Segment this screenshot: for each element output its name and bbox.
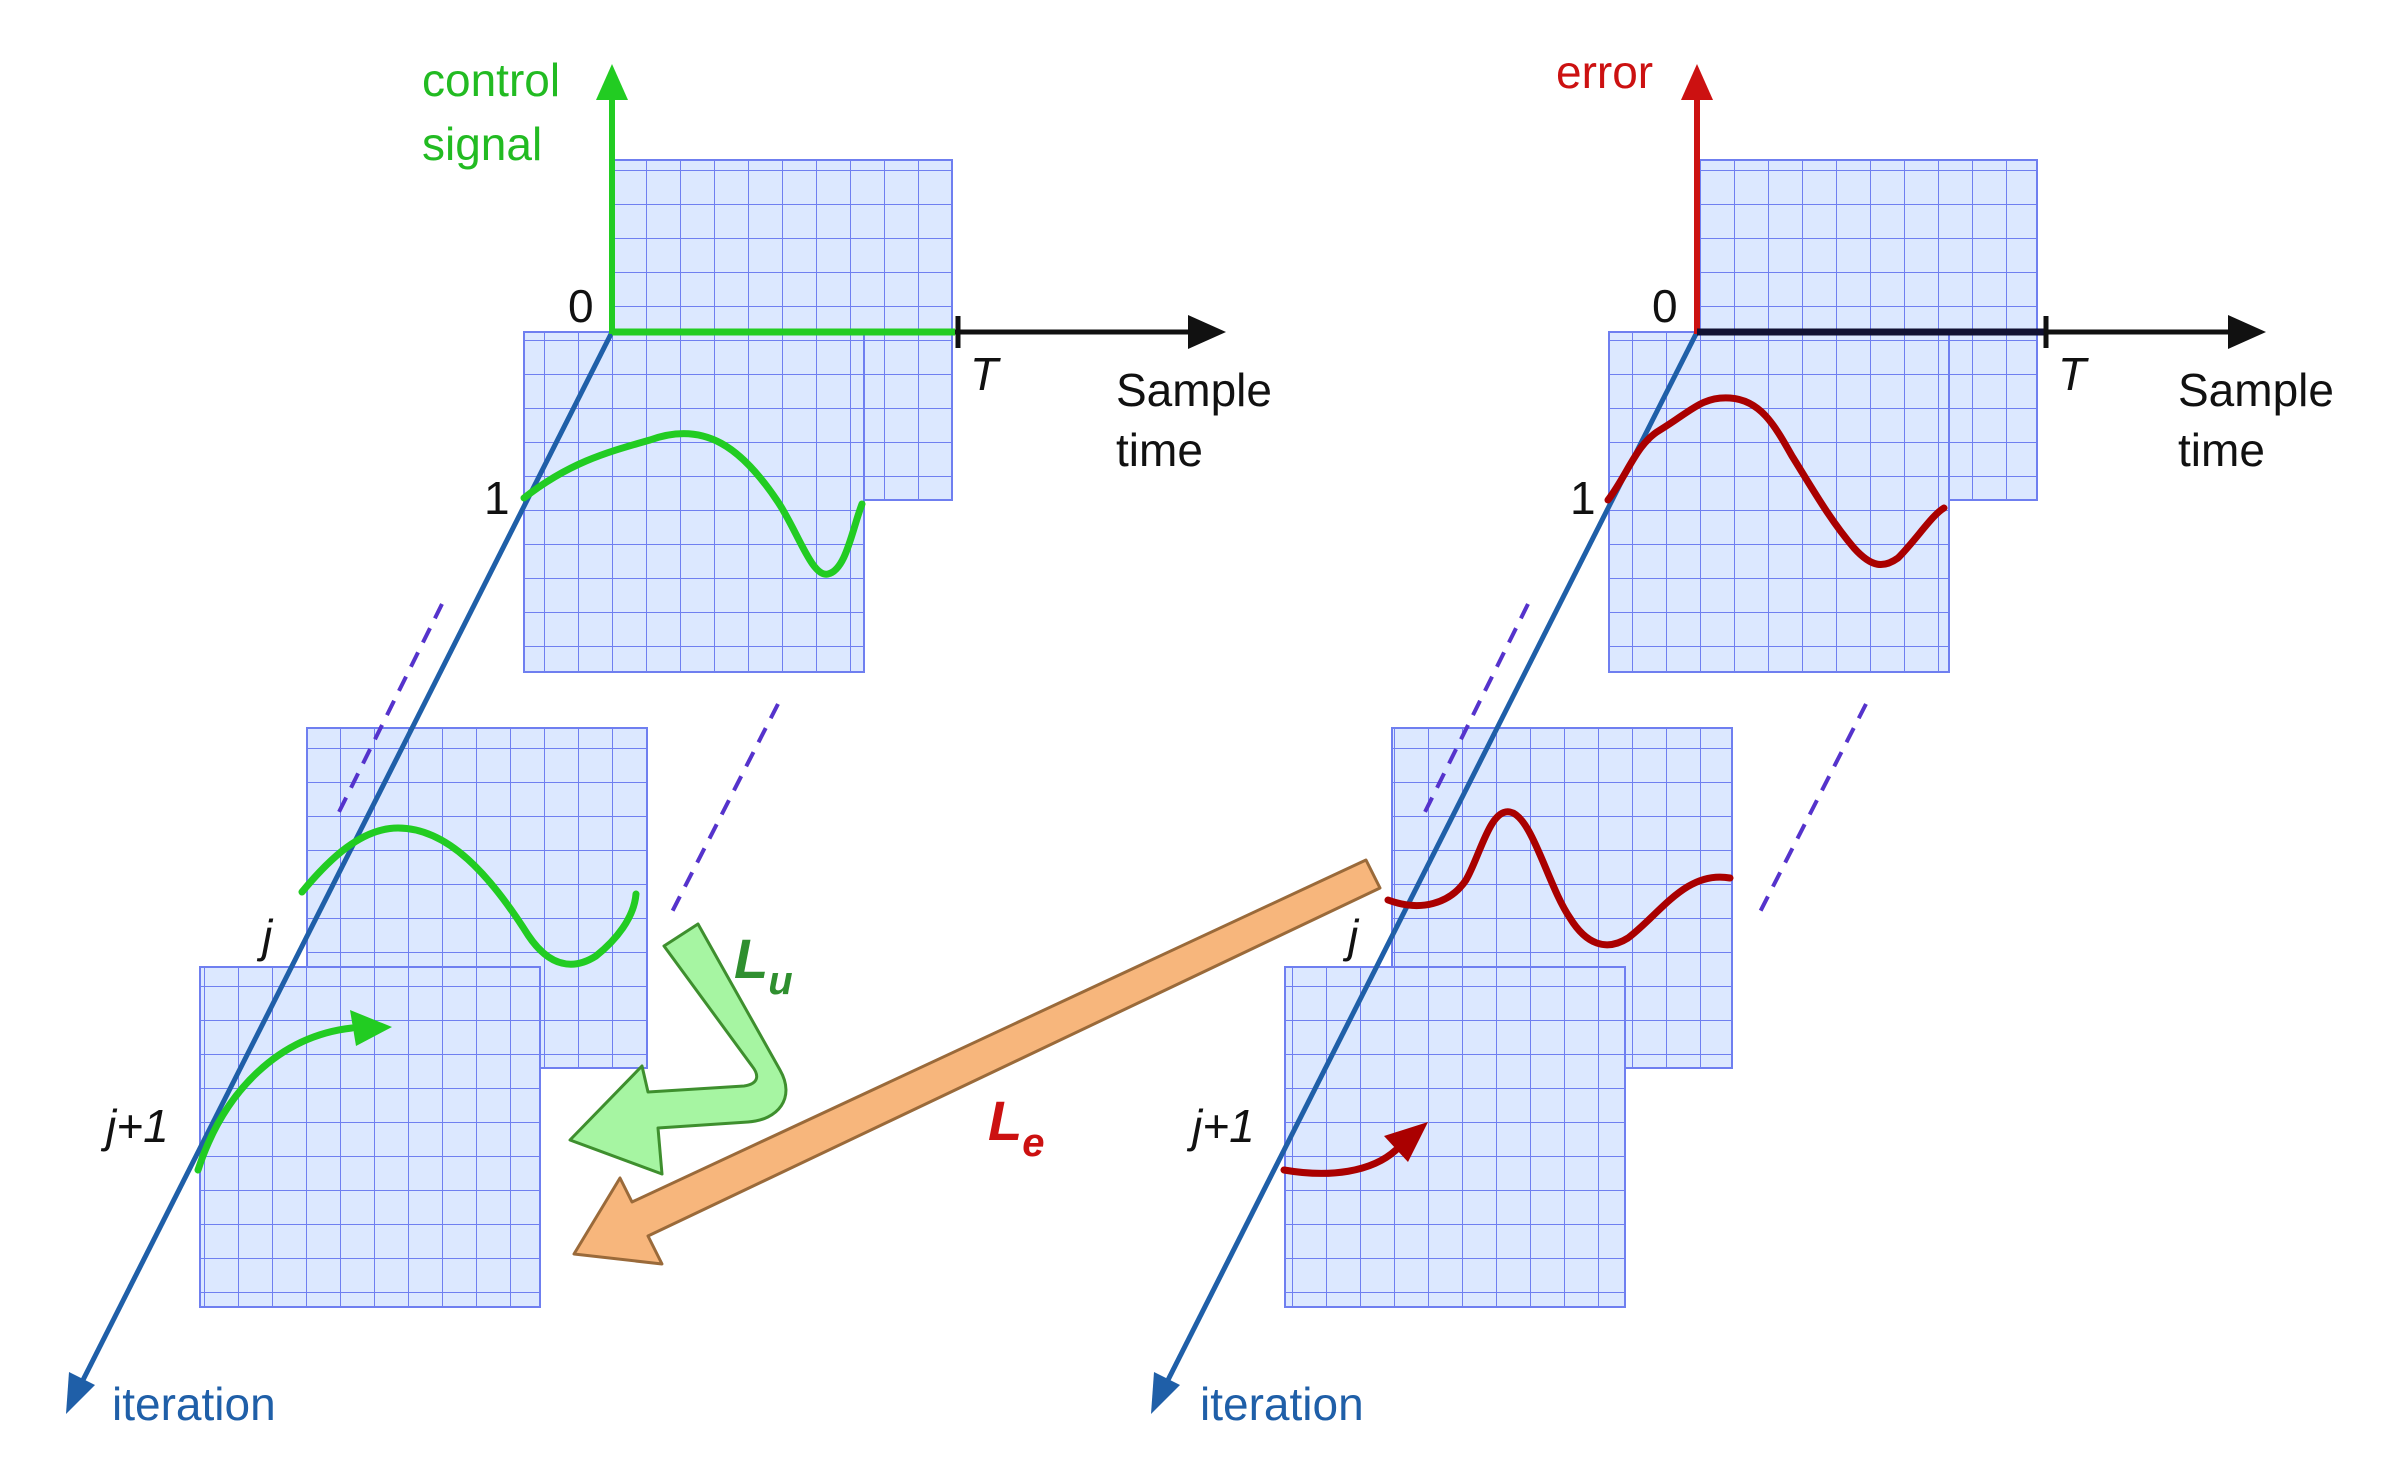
control-curve-j1-arrowhead-icon [350, 1010, 392, 1046]
control-curve-j [298, 824, 640, 968]
dashed-right-axis [1422, 603, 1530, 815]
right-diagram: error 0 T Sample time 1 j j+1 iteration [1151, 46, 2334, 1430]
lu-label: Lu [734, 927, 793, 1003]
control-axis-arrowhead-icon [596, 64, 628, 100]
error-curve-1 [1604, 394, 1948, 568]
grid-right-iterj1 [1284, 966, 1626, 1308]
error-axis-label: error [1556, 46, 1653, 98]
control-curve-1 [520, 430, 866, 578]
time-axis-label-right-line2: time [2178, 424, 2265, 476]
row-label-left-j1: j+1 [100, 1100, 169, 1152]
period-label-right: T [2058, 348, 2089, 400]
le-arrow [572, 858, 1382, 1266]
iteration-axis-left [79, 330, 615, 1384]
origin-label-left: 0 [568, 280, 594, 332]
dashed-right-grid [1758, 703, 1868, 913]
error-curve-j1-arrowhead-icon [1384, 1122, 1428, 1162]
error-axis-arrowhead-icon [1681, 64, 1713, 100]
iteration-label-left: iteration [112, 1378, 276, 1430]
control-axis-label-line2: signal [422, 118, 542, 170]
iteration-arrowhead-left-icon [66, 1372, 95, 1414]
time-axis-label-left-line2: time [1116, 424, 1203, 476]
time-axis-right-arrowhead-icon [2228, 315, 2266, 349]
row-label-right-j: j [1342, 910, 1360, 962]
row-label-left-1: 1 [484, 472, 510, 524]
period-label-left: T [970, 348, 1001, 400]
grid-right-iter1 [1608, 331, 1950, 673]
row-label-right-1: 1 [1570, 472, 1596, 524]
row-label-left-j: j [256, 910, 274, 962]
dashed-left-grid [670, 703, 780, 913]
lu-arrow [568, 922, 788, 1176]
control-axis-label-line1: control [422, 54, 560, 106]
iteration-axis-right [1164, 330, 1700, 1384]
error-curve-j1 [1280, 1146, 1400, 1177]
row-label-right-j1: j+1 [1186, 1100, 1255, 1152]
time-axis-label-right-line1: Sample [2178, 364, 2334, 416]
le-label: Le [988, 1089, 1044, 1165]
error-curve-j [1384, 808, 1734, 949]
origin-label-right: 0 [1652, 280, 1678, 332]
control-curve-j1 [194, 1024, 356, 1174]
iteration-label-right: iteration [1200, 1378, 1364, 1430]
grid-left-iter1 [523, 331, 865, 673]
grid-left-iterj1 [199, 966, 541, 1308]
time-axis-label-left-line1: Sample [1116, 364, 1272, 416]
time-axis-left-arrowhead-icon [1188, 315, 1226, 349]
dashed-left-axis [336, 603, 444, 815]
iteration-arrowhead-right-icon [1151, 1372, 1180, 1414]
left-diagram: control signal 0 T Sample time 1 j j+1 i… [66, 54, 1272, 1430]
